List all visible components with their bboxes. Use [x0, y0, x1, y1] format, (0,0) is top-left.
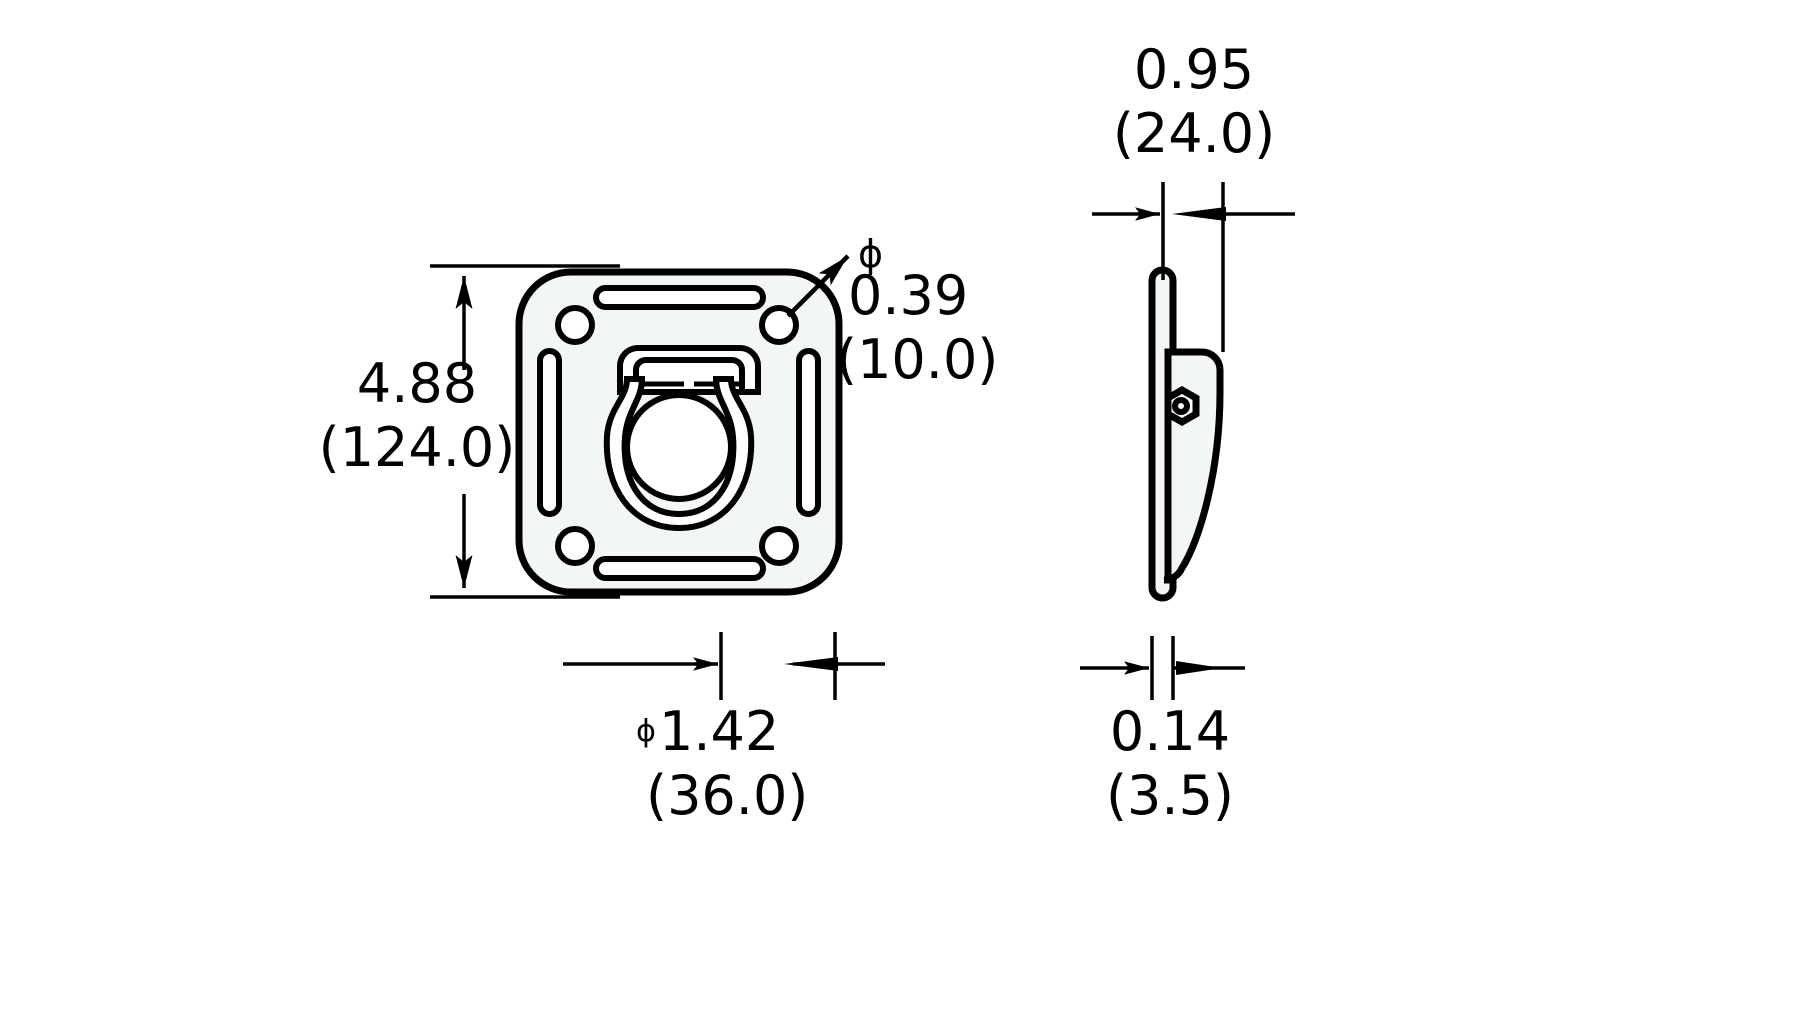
- bracket-depth-imperial: 0.95: [1133, 38, 1255, 101]
- hole-diameter-metric: (10.0): [836, 327, 999, 391]
- hole-diameter-imperial: 0.39: [848, 264, 969, 327]
- dimension-plate-height: [430, 264, 620, 599]
- slot-bottom: [593, 556, 766, 581]
- front-view-group: [515, 268, 843, 596]
- dimension-label-plate-height: 4.88 (124.0): [312, 352, 522, 479]
- dimension-label-hole-diameter: 0.39 (10.0): [836, 264, 1066, 391]
- dimension-label-plate-thickness: 0.14 (3.5): [1055, 700, 1285, 827]
- dimension-label-ring-diameter: ϕ1.42 (36.0): [636, 700, 936, 827]
- ring-diameter-imperial: 1.42: [658, 700, 780, 763]
- d-ring-bore: [624, 392, 734, 502]
- leader-line-hole: [786, 254, 850, 318]
- ring-diameter-line1: ϕ1.42: [636, 700, 936, 764]
- dimension-ring-diameter: [563, 632, 885, 700]
- hex-nut-bore: [1172, 397, 1190, 415]
- slot-top: [593, 285, 766, 310]
- phi-symbol-hole: ϕ: [858, 232, 884, 276]
- mounting-hole-top-left: [555, 305, 595, 345]
- plate-thickness-imperial: 0.14: [1109, 700, 1231, 763]
- dimension-hole-leader: [786, 254, 850, 318]
- mounting-hole-top-right: [759, 305, 799, 345]
- arrowhead-ring-right: [784, 657, 838, 671]
- side-bracket-body: [1163, 348, 1224, 584]
- slot-left: [537, 348, 562, 517]
- plate-height-metric: (124.0): [318, 415, 516, 479]
- phi-symbol-ring: ϕ: [636, 713, 656, 749]
- plate-height-imperial: 4.88: [356, 352, 478, 415]
- plate-thickness-metric: (3.5): [1105, 763, 1234, 827]
- d-ring-inner: [621, 378, 737, 518]
- arrowhead-depth-right: [1172, 207, 1226, 221]
- dimension-bracket-depth: [1092, 182, 1295, 352]
- dimension-plate-thickness: [1080, 636, 1245, 700]
- slot-right: [796, 348, 821, 517]
- mounting-hole-bottom-left: [555, 526, 595, 566]
- bracket-depth-metric: (24.0): [1112, 101, 1276, 165]
- mounting-hole-bottom-right: [759, 526, 799, 566]
- ring-diameter-metric: (36.0): [646, 763, 809, 827]
- side-view-group: [1148, 266, 1224, 602]
- dimension-label-bracket-depth: 0.95 (24.0): [1078, 38, 1310, 165]
